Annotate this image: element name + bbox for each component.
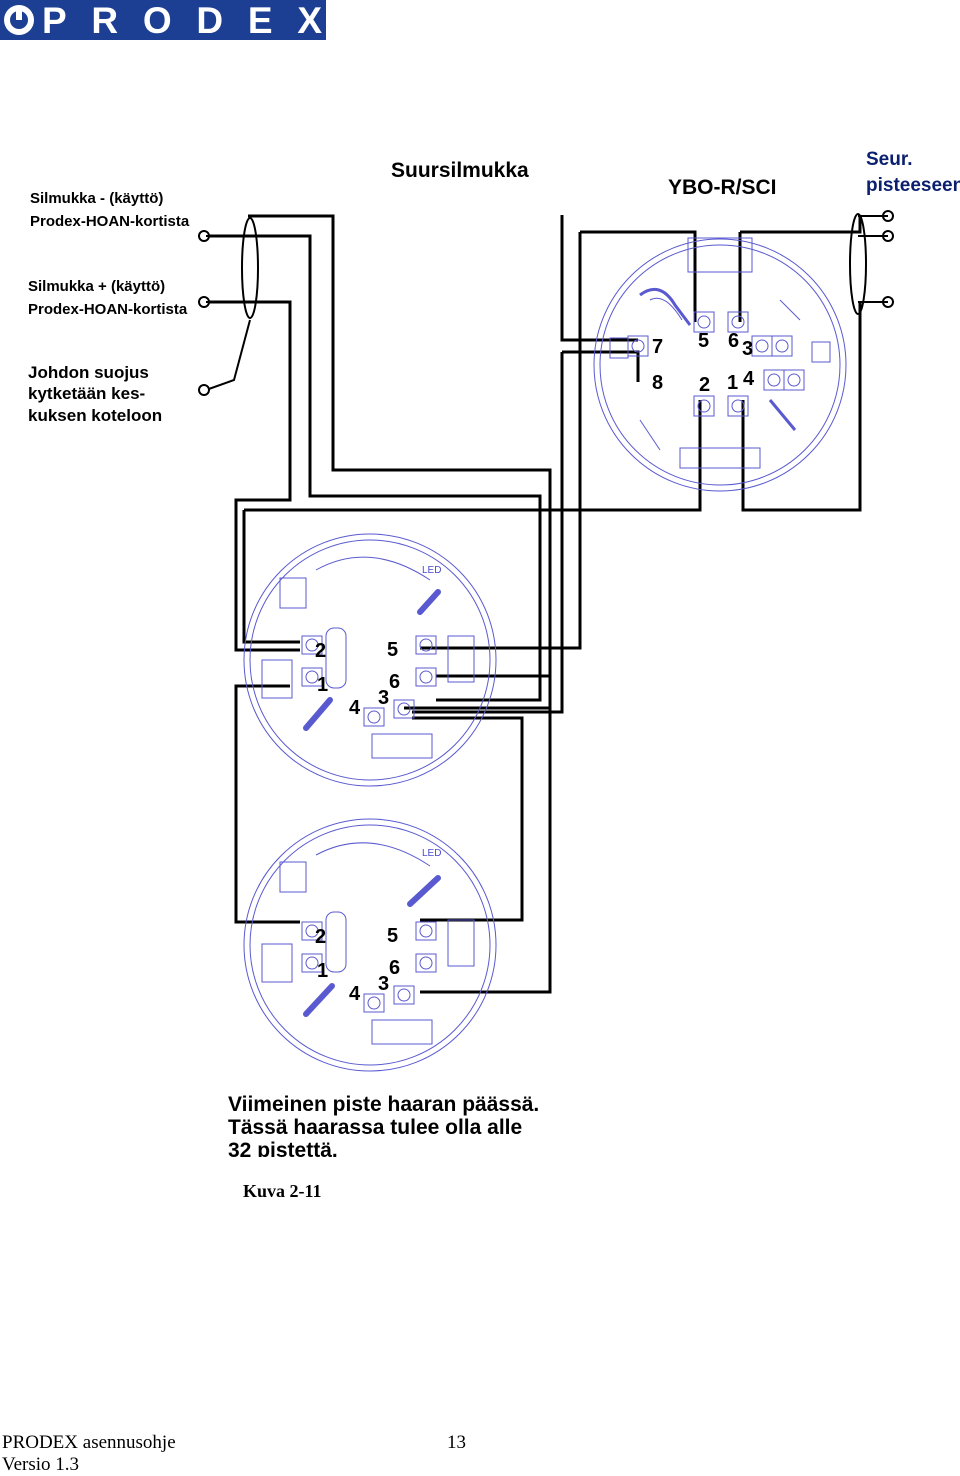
- ybo-terminal-4: 4: [743, 368, 755, 390]
- footer-version: Versio 1.3: [2, 1454, 80, 1475]
- footer-doc-title: PRODEX asennusohje: [2, 1432, 176, 1453]
- base1-terminal-3: 3: [378, 687, 390, 709]
- loop-minus-label-2: Prodex-HOAN-kortista: [30, 213, 190, 230]
- wire-ybo-5: [580, 230, 697, 322]
- wire-next-b: [741, 302, 862, 512]
- wire-branch-c: [420, 674, 552, 994]
- loop-plus-label-1: Silmukka + (käyttö): [28, 278, 166, 295]
- loop-minus-label-1: Silmukka - (käyttö): [30, 190, 164, 207]
- base1-terminal-1: 1: [317, 674, 329, 696]
- next-point-label-1: Seur.: [866, 149, 913, 170]
- base1-terminal-4: 4: [349, 697, 361, 719]
- base2-terminal-3: 3: [378, 973, 390, 995]
- note-line-3: 32 pistettä.: [228, 1139, 338, 1157]
- prodex-logo: PRODEX: [0, 0, 326, 40]
- wire-loop-minus-b: [248, 214, 552, 710]
- ybo-terminal-5: 5: [698, 330, 710, 352]
- wire-next-a: [740, 216, 862, 234]
- next-point-label-2: pisteeseen: [866, 175, 960, 196]
- base1-led-label: LED: [422, 565, 442, 576]
- wire-loop-minus-a: [206, 234, 542, 702]
- shield-label-2: kytketään kes-: [28, 384, 146, 403]
- base1-terminal-5: 5: [387, 639, 399, 661]
- module-label: YBO-R/SCI: [668, 176, 777, 199]
- wire-ybo-8-down: [412, 352, 564, 714]
- wire-loop-plus-a: [206, 300, 300, 652]
- base1-terminal-6: 6: [389, 671, 401, 693]
- shield-label-3: kuksen koteloon: [28, 406, 163, 425]
- base1-terminal-2: 2: [315, 640, 327, 662]
- note-line-2: Tässä haarassa tulee olla alle: [228, 1116, 523, 1139]
- loop-plus-label-2: Prodex-HOAN-kortista: [28, 301, 188, 318]
- base2-terminal-2: 2: [315, 926, 327, 948]
- ybo-terminal-2: 2: [699, 374, 711, 396]
- base2-terminal-4: 4: [349, 983, 361, 1005]
- base2-led-label: LED: [422, 848, 442, 859]
- wire-ybo-2-base: [242, 510, 300, 644]
- shield-label-1: Johdon suojus: [28, 363, 149, 382]
- ybo-terminal-6: 6: [728, 330, 740, 352]
- base2-terminal-1: 1: [317, 960, 329, 982]
- wire-ybo-7: [560, 215, 638, 342]
- ybo-terminal-3: 3: [742, 338, 754, 360]
- big-loop-label: Suursilmukka: [391, 159, 529, 182]
- wire-branch-a: [234, 684, 300, 924]
- ybo-terminal-8: 8: [652, 372, 664, 394]
- ybo-terminal-7: 7: [652, 336, 664, 358]
- note-line-1: Viimeinen piste haaran päässä.: [228, 1093, 540, 1116]
- wire-ybo-2: [244, 400, 702, 512]
- figure-caption: Kuva 2-11: [243, 1181, 322, 1201]
- wire-ybo-5-down: [420, 232, 582, 650]
- last-point-note: Viimeinen piste haaran päässä. Tässä haa…: [228, 1093, 539, 1157]
- ybo-terminal-1: 1: [727, 372, 739, 394]
- base2-terminal-6: 6: [389, 957, 401, 979]
- footer-page-number: 13: [447, 1432, 466, 1453]
- base2-terminal-5: 5: [387, 925, 399, 947]
